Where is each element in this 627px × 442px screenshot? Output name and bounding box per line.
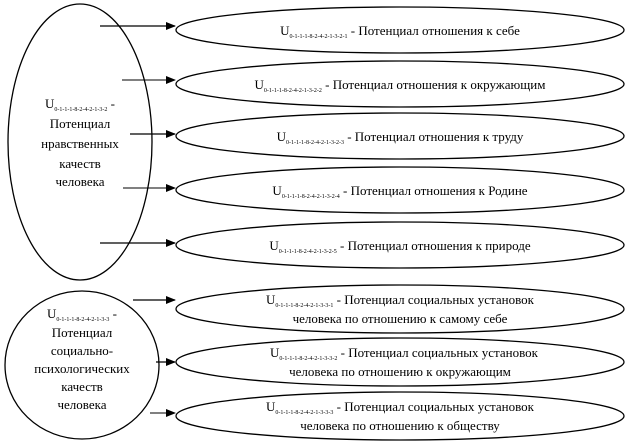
- child-label-line: человека по отношению к окружающим: [289, 364, 511, 379]
- parent-node-socio-psychological-qualities: U0-1-1-1-8-2-4-2-1-3-3 - Потенциал социа…: [4, 290, 160, 440]
- child-label-line: человека по отношению к обществу: [300, 418, 500, 433]
- child-label: U0-1-1-1-8-2-4-2-1-3-3-1 - Потенциал соц…: [266, 292, 535, 309]
- child-ellipse: [175, 221, 625, 269]
- child-label: U0-1-1-1-8-2-4-2-1-3-3-2 - Потенциал соц…: [270, 345, 539, 362]
- child-label: U0-1-1-1-8-2-4-2-1-3-3-3 - Потенциал соц…: [266, 399, 535, 416]
- child-ellipse: [175, 391, 625, 441]
- parent-label-line: Потенциал: [52, 325, 113, 340]
- child-node: U0-1-1-1-8-2-4-2-1-3-2-1 - Потенциал отн…: [175, 6, 625, 54]
- child-node: U0-1-1-1-8-2-4-2-1-3-3-1 - Потенциал соц…: [175, 284, 625, 334]
- child-ellipse: [175, 60, 625, 108]
- child-ellipse: [175, 6, 625, 54]
- parent-ellipse: [4, 290, 160, 440]
- child-ellipse: [175, 166, 625, 214]
- parent-ellipse: [7, 3, 153, 281]
- parent-label-line: качеств: [59, 156, 101, 171]
- child-node: U0-1-1-1-8-2-4-2-1-3-2-4 - Потенциал отн…: [175, 166, 625, 214]
- parent-label-line: Потенциал: [50, 116, 111, 131]
- child-node: U0-1-1-1-8-2-4-2-1-3-2-3 - Потенциал отн…: [175, 112, 625, 160]
- parent-label-line: социально-: [51, 343, 113, 358]
- child-label: U0-1-1-1-8-2-4-2-1-3-2-5 - Потенциал отн…: [269, 238, 530, 255]
- child-label-line: человека по отношению к самому себе: [293, 311, 508, 326]
- child-ellipse: [175, 112, 625, 160]
- child-node: U0-1-1-1-8-2-4-2-1-3-2-2 - Потенциал отн…: [175, 60, 625, 108]
- child-ellipse: [175, 337, 625, 387]
- child-label: U0-1-1-1-8-2-4-2-1-3-2-4 - Потенциал отн…: [272, 183, 527, 200]
- parent-label-line: человека: [55, 174, 104, 189]
- child-label: U0-1-1-1-8-2-4-2-1-3-2-2 - Потенциал отн…: [255, 77, 546, 94]
- child-node: U0-1-1-1-8-2-4-2-1-3-3-2 - Потенциал соц…: [175, 337, 625, 387]
- child-node: U0-1-1-1-8-2-4-2-1-3-2-5 - Потенциал отн…: [175, 221, 625, 269]
- parent-label-symbol: U0-1-1-1-8-2-4-2-1-3-3 -: [47, 306, 117, 323]
- parent-label-line: нравственных: [41, 136, 119, 151]
- parent-label-line: психологических: [34, 361, 130, 376]
- child-node: U0-1-1-1-8-2-4-2-1-3-3-3 - Потенциал соц…: [175, 391, 625, 441]
- parent-label-symbol: U0-1-1-1-8-2-4-2-1-3-2 -: [45, 96, 115, 113]
- child-label: U0-1-1-1-8-2-4-2-1-3-2-3 - Потенциал отн…: [277, 129, 524, 146]
- child-ellipse: [175, 284, 625, 334]
- parent-node-moral-qualities: U0-1-1-1-8-2-4-2-1-3-2 - Потенциал нравс…: [7, 3, 153, 281]
- child-label: U0-1-1-1-8-2-4-2-1-3-2-1 - Потенциал отн…: [280, 23, 520, 40]
- parent-label-line: человека: [57, 397, 106, 412]
- parent-label-line: качеств: [61, 379, 103, 394]
- arrows: [100, 22, 176, 417]
